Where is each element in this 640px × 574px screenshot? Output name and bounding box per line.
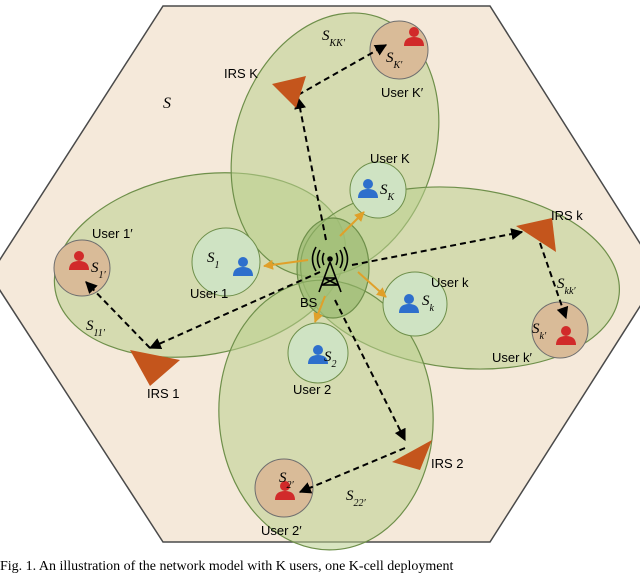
link-KKp-label: SKK′ [322,28,346,49]
irs-2-to-user-2p [298,447,406,494]
link-kkp-label: Skk′ [557,276,576,297]
irs-k-to-user-kp [539,242,569,320]
irs-K-to-user-Kp [297,44,388,96]
user-1-label: User 1 [190,286,228,301]
user-2p-label: User 2′ [261,523,302,538]
irs-1-to-user-1p [85,281,151,349]
direct-link-user-K [339,211,365,237]
user-2-symbol: S2 [324,349,337,370]
figure-caption: Fig. 1. An illustration of the network m… [0,559,453,574]
irs-k-icon [516,218,556,252]
direct-link-user-2 [313,295,326,323]
irs-K-icon [272,76,306,108]
irs-panels [130,76,556,470]
user-1-zone [191,227,261,297]
link-22p-label: S22′ [346,488,367,509]
user-K-zone [349,161,407,219]
tower-icon [311,246,349,293]
irs-2-icon [392,440,432,470]
user-2-label: User 2 [293,382,331,397]
user-k-symbol: Sk [422,293,435,314]
user-K-label: User K [370,151,410,166]
bs-to-irs-1 [148,271,321,350]
direct-link-user-1 [263,259,309,270]
user-2p-symbol: S2′ [279,470,295,491]
user-1p-label: User 1′ [92,226,133,241]
irs-2-label: IRS 2 [431,456,464,471]
direct-links [263,211,387,323]
bs-label: BS [300,295,318,310]
base-station: BS [300,246,349,310]
user-k-zone [382,271,448,337]
user-Kp-label: User K′ [381,85,424,100]
user-k-label: User k [431,275,469,290]
irs-1-icon [130,350,180,386]
irs-1-label: IRS 1 [147,386,180,401]
direct-link-user-k [357,271,387,298]
reflected-links [85,44,569,494]
user-kp-symbol: Sk′ [532,321,547,342]
bs-to-irs-K [294,96,327,241]
user-K-symbol: SK [380,182,396,203]
user-Kp-symbol: SK′ [386,50,403,71]
bs-to-irs-2 [334,299,406,442]
link-11p-label: S11′ [86,318,106,339]
bs-to-irs-k [351,228,524,266]
primary-user-circles [191,161,448,384]
user-1-symbol: S1 [207,250,220,271]
irs-K-label: IRS K [224,66,258,81]
user-kp-label: User k′ [492,350,533,365]
region-label: S [163,95,171,112]
irs-k-label: IRS k [551,208,583,223]
user-1p-symbol: S1′ [91,260,107,281]
